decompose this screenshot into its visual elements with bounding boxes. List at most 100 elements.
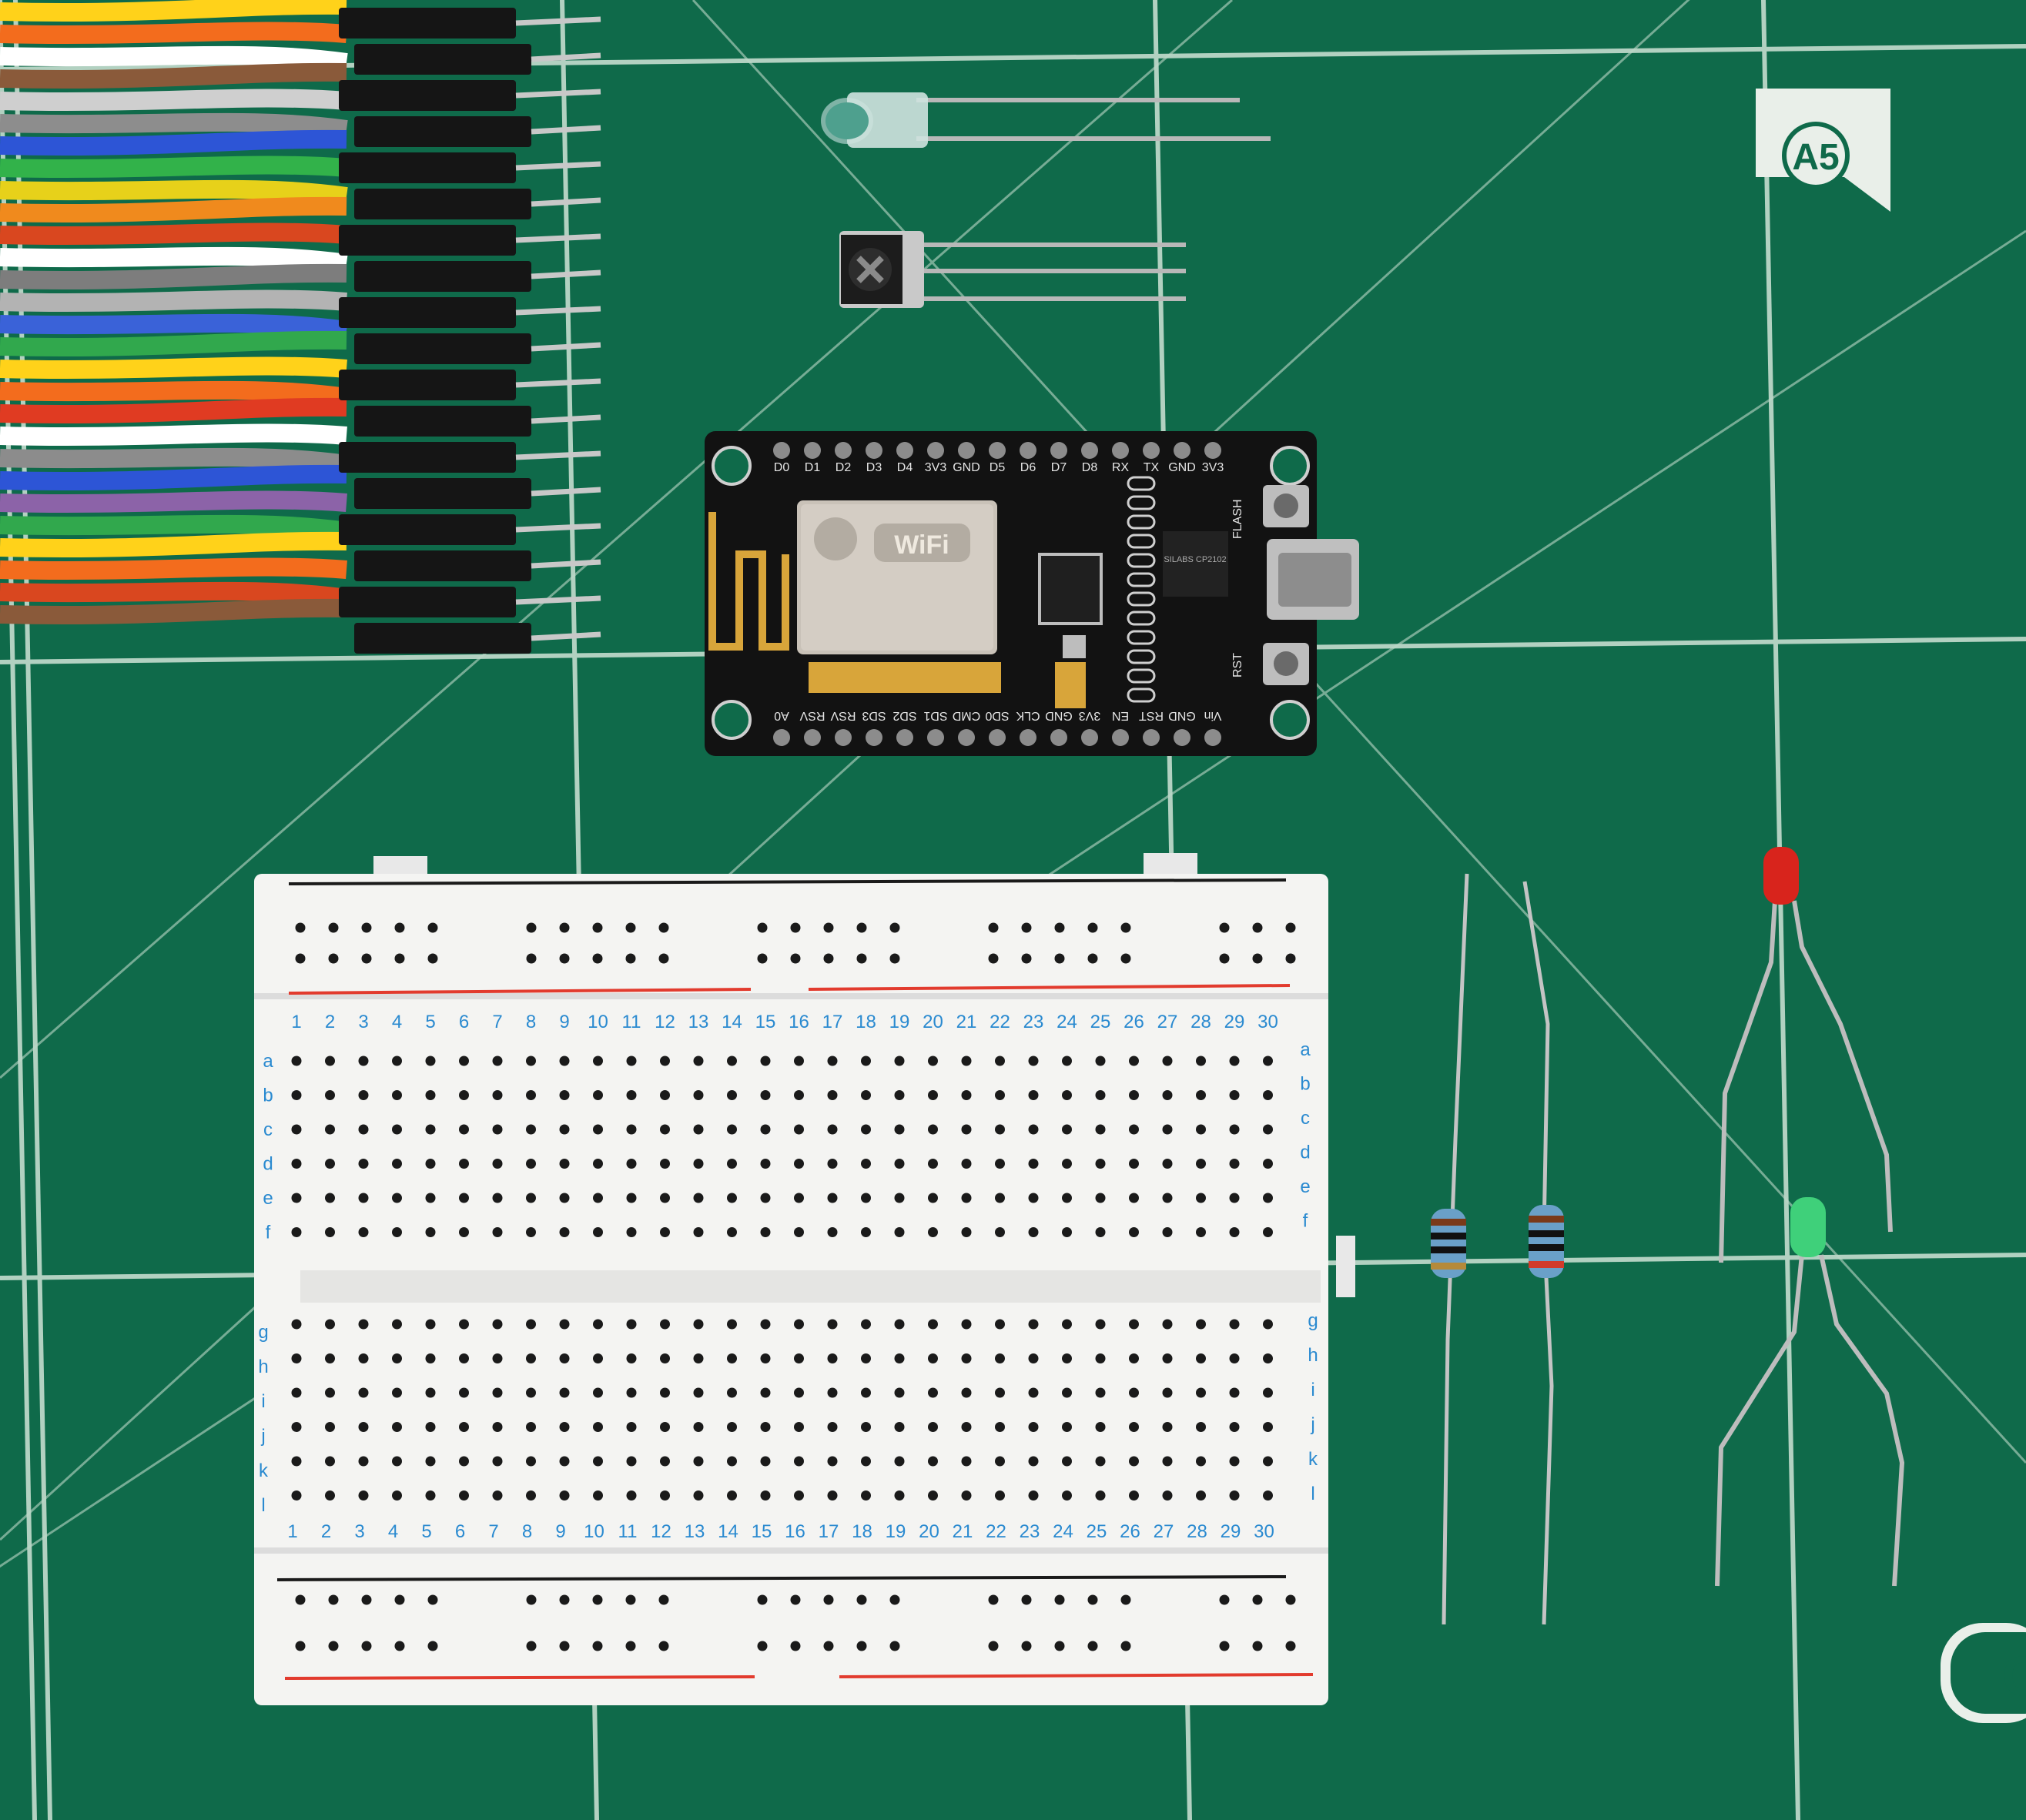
header-pin [896, 442, 913, 459]
breadboard-hole [593, 1353, 603, 1363]
breadboard-hole [894, 1090, 905, 1100]
jumper-pin [531, 269, 601, 279]
jumper-pin [531, 125, 601, 135]
breadboard-hole [358, 1319, 369, 1330]
header-pin [1020, 729, 1036, 746]
breadboard-hole [1196, 1090, 1206, 1100]
row-letter: g [258, 1322, 268, 1343]
breadboard-hole [1095, 1353, 1106, 1363]
breadboard-hole [794, 1193, 804, 1203]
breadboard-hole [928, 1090, 938, 1100]
header-pin [958, 442, 975, 459]
breadboard-hole [559, 1056, 570, 1066]
rail-hole [328, 1641, 339, 1651]
jumper-connector [354, 478, 531, 509]
rail-hole [427, 1641, 438, 1651]
flash-button-label: FLASH [1231, 499, 1244, 539]
rail-hole [1054, 1594, 1065, 1605]
breadboard-hole [459, 1422, 469, 1432]
breadboard-hole [425, 1456, 436, 1467]
pin-label-top: D4 [897, 461, 913, 474]
jumper-connector [339, 225, 516, 256]
breadboard-hole [425, 1193, 436, 1203]
breadboard-hole [392, 1159, 402, 1169]
breadboard-hole [593, 1193, 603, 1203]
row-letter: c [263, 1119, 273, 1140]
breadboard-hole [1129, 1056, 1139, 1066]
grid-label-text: A5 [1792, 137, 1839, 178]
pcb-pad [1127, 514, 1156, 530]
breadboard-hole [425, 1227, 436, 1237]
breadboard-hole [325, 1319, 335, 1330]
breadboard-hole [1162, 1090, 1173, 1100]
jumper-wire [0, 423, 347, 447]
breadboard-hole [693, 1056, 704, 1066]
jumper-wire [0, 557, 347, 580]
header-pin [1174, 442, 1190, 459]
breadboard-hole [358, 1159, 369, 1169]
jumper-wire [0, 263, 347, 290]
pin-label-top: D0 [774, 461, 790, 474]
header-pin [896, 729, 913, 746]
rail-hole [592, 1641, 603, 1651]
rail-hole [361, 1594, 372, 1605]
rail-hole [1087, 953, 1098, 964]
breadboard-hole [492, 1490, 503, 1500]
breadboard-hole [291, 1387, 302, 1398]
breadboard-hole [291, 1456, 302, 1467]
column-number: 5 [421, 1521, 431, 1542]
rail-hole [823, 1641, 834, 1651]
rail-hole [757, 922, 768, 933]
breadboard-hole [526, 1227, 536, 1237]
breadboard-hole [593, 1422, 603, 1432]
breadboard-hole [1062, 1124, 1072, 1135]
breadboard-hole [1196, 1124, 1206, 1135]
breadboard-hole [526, 1124, 536, 1135]
breadboard-hole [995, 1056, 1005, 1066]
breadboard-hole [1263, 1353, 1273, 1363]
breadboard-hole [928, 1056, 938, 1066]
breadboard-hole [325, 1456, 335, 1467]
resistor-2 [1522, 881, 1564, 1625]
jumper-pin [531, 559, 601, 569]
header-pin [1050, 442, 1067, 459]
breadboard-hole [626, 1193, 637, 1203]
breadboard-hole [392, 1193, 402, 1203]
rail-hole [790, 1594, 801, 1605]
row-letter: b [263, 1086, 273, 1106]
breadboard-hole [693, 1353, 704, 1363]
header-pin [804, 729, 821, 746]
breadboard-hole [291, 1193, 302, 1203]
breadboard-hole [827, 1056, 838, 1066]
breadboard-hole [392, 1227, 402, 1237]
pin-label-top: D1 [805, 461, 821, 474]
header-pin [1050, 729, 1067, 746]
rail-hole [295, 953, 306, 964]
breadboard-hole [1028, 1124, 1039, 1135]
breadboard-hole [727, 1319, 737, 1330]
column-number: 15 [752, 1521, 772, 1542]
breadboard-hole [760, 1422, 771, 1432]
breadboard-hole [1263, 1124, 1273, 1135]
breadboard-hole [392, 1490, 402, 1500]
jumper-wire [0, 380, 348, 406]
breadboard-hole [1229, 1124, 1240, 1135]
breadboard-hole [794, 1490, 804, 1500]
column-number: 18 [856, 1012, 876, 1032]
jumper-pin [531, 52, 601, 62]
rail-hole [1021, 1641, 1032, 1651]
rail-hole [559, 953, 570, 964]
rail-line-positive [284, 1675, 755, 1680]
jumper-connector [354, 623, 531, 654]
header-pin [958, 729, 975, 746]
jumper-wire [0, 289, 347, 313]
breadboard-hole [392, 1387, 402, 1398]
breadboard-hole [760, 1456, 771, 1467]
column-number: 1 [291, 1012, 301, 1032]
breadboard-hole [995, 1353, 1005, 1363]
rail-hole [295, 1641, 306, 1651]
rail-line-negative [276, 1575, 1287, 1581]
pin-label-top: RX [1112, 461, 1130, 474]
row-letter: e [1300, 1176, 1310, 1197]
